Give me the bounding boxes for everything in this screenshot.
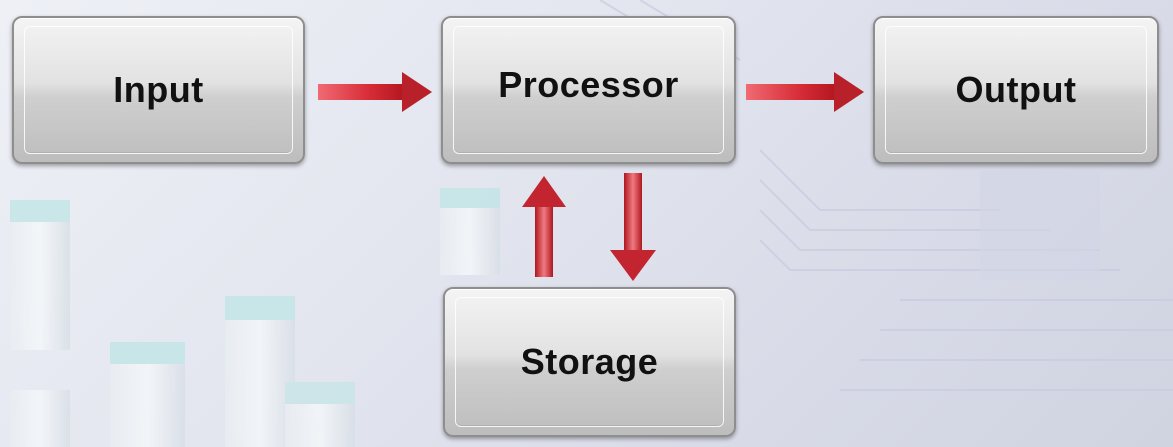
processor-label: Processor	[498, 64, 679, 105]
processor-node: Processor	[441, 16, 736, 164]
input-label: Input	[113, 69, 204, 110]
input-node: Input	[12, 16, 305, 164]
storage-label: Storage	[520, 341, 659, 382]
output-label: Output	[955, 69, 1077, 110]
storage-node: Storage	[443, 287, 736, 437]
output-node: Output	[873, 16, 1159, 164]
